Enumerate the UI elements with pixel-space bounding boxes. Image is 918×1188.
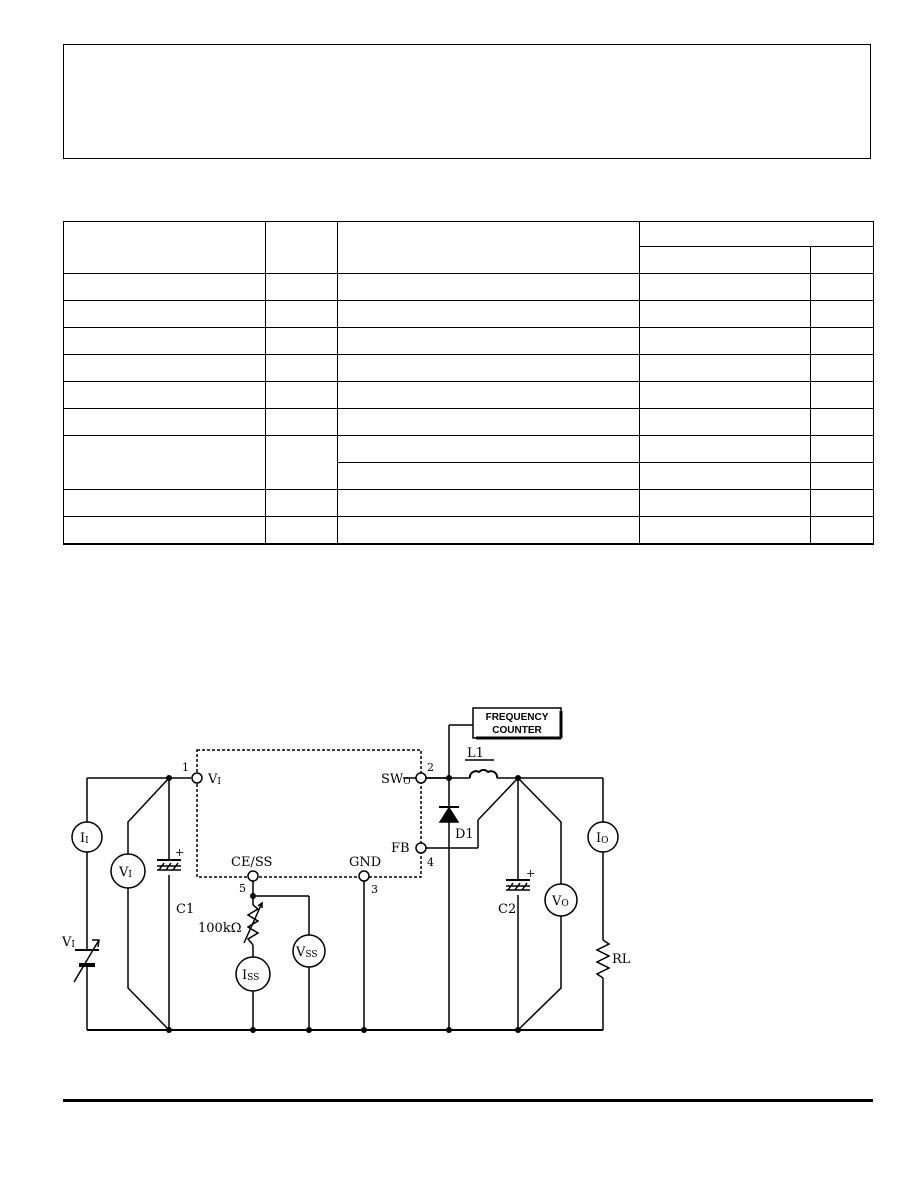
frequency-counter-label-1: FREQUENCY — [486, 712, 549, 723]
resistor-label: 100kΩ — [198, 921, 241, 936]
table-header-row — [64, 246, 874, 274]
note-box — [63, 44, 871, 159]
c1-polarity: + — [175, 846, 184, 859]
pin-2-number: 2 — [427, 761, 434, 774]
pin-4-number: 4 — [427, 856, 434, 869]
capacitor-c1: + — [157, 846, 184, 871]
frequency-counter-label-2: COUNTER — [492, 725, 542, 736]
vi-meter-label: VI — [118, 865, 132, 880]
pin-5-number: 5 — [239, 882, 246, 895]
vss-meter — [292, 934, 326, 968]
frequency-counter: FREQUENCY COUNTER — [472, 707, 563, 740]
pin-1-number: 1 — [182, 761, 189, 774]
c2-polarity: + — [526, 867, 535, 880]
pin-3-number: 3 — [371, 883, 378, 896]
rl-label: RL — [612, 952, 631, 967]
junction-dots — [166, 775, 521, 1033]
l1-label: L1 — [467, 746, 484, 761]
iss-meter-label: ISS — [242, 968, 259, 983]
table-row — [63, 300, 874, 328]
header-cell — [265, 221, 338, 274]
vo-meter — [544, 883, 578, 917]
io-meter-label: IO — [596, 831, 609, 846]
vo-meter-label: VO — [551, 894, 569, 909]
ii-meter — [71, 821, 103, 853]
table-row — [63, 354, 874, 382]
footer-rule — [63, 1099, 873, 1102]
ic-outline — [196, 749, 422, 878]
variable-supply — [73, 939, 100, 983]
io-meter — [587, 821, 619, 853]
pin-gnd-label: GND — [349, 855, 381, 870]
supply-label: VI — [61, 935, 75, 950]
spec-table — [63, 221, 874, 545]
ii-meter-label: II — [80, 831, 89, 846]
iss-meter — [235, 956, 271, 992]
capacitor-c2: + — [506, 867, 535, 891]
vi-meter — [110, 853, 146, 889]
c2-label: C2 — [498, 902, 516, 917]
d1-label: D1 — [455, 827, 474, 842]
pin-swo-label: SWO — [381, 772, 411, 787]
table-row — [64, 462, 874, 490]
header-cell — [639, 221, 874, 247]
pin-vi-label: VI — [207, 772, 221, 787]
pin-ce-ss-label: CE/SS — [231, 855, 272, 870]
header-cell — [810, 246, 874, 274]
table-row — [63, 516, 874, 545]
c1-label: C1 — [176, 902, 194, 917]
table-row — [63, 435, 874, 490]
table-row — [63, 273, 874, 301]
vss-meter-label: VSS — [295, 945, 318, 960]
header-cell — [337, 221, 640, 274]
pin-fb-label: FB — [391, 841, 410, 856]
table-row — [63, 327, 874, 355]
table-row — [63, 489, 874, 517]
table-header-row — [63, 221, 874, 274]
